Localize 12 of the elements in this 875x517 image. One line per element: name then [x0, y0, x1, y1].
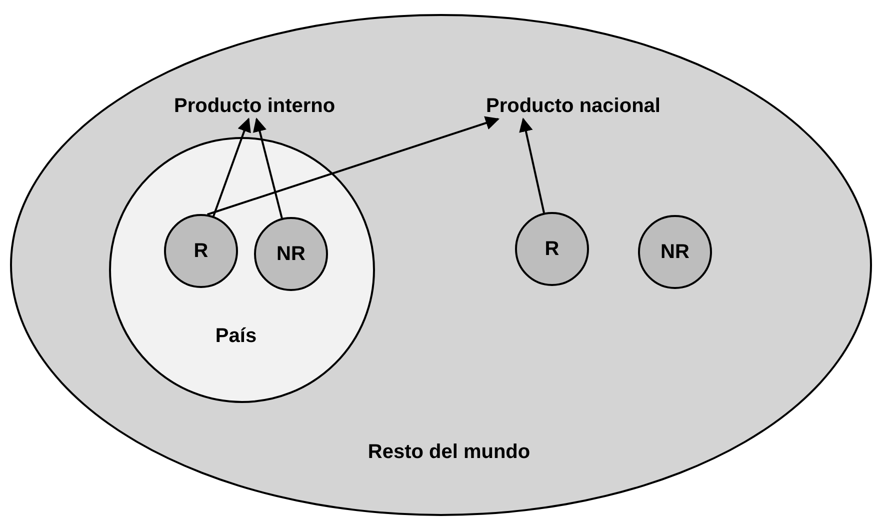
node-label: NR	[276, 242, 306, 266]
region-label: Resto del mundo	[368, 440, 530, 464]
arrow	[206, 116, 500, 216]
node-label: R	[194, 239, 208, 263]
node-label: R	[544, 237, 560, 261]
arrow	[252, 118, 283, 218]
node-label: Producto interno	[174, 94, 336, 118]
node-label: NR	[660, 240, 690, 264]
node-label: Producto nacional	[486, 94, 660, 118]
arrow	[212, 118, 251, 217]
arrow	[519, 118, 545, 214]
region-label: País	[215, 324, 257, 348]
